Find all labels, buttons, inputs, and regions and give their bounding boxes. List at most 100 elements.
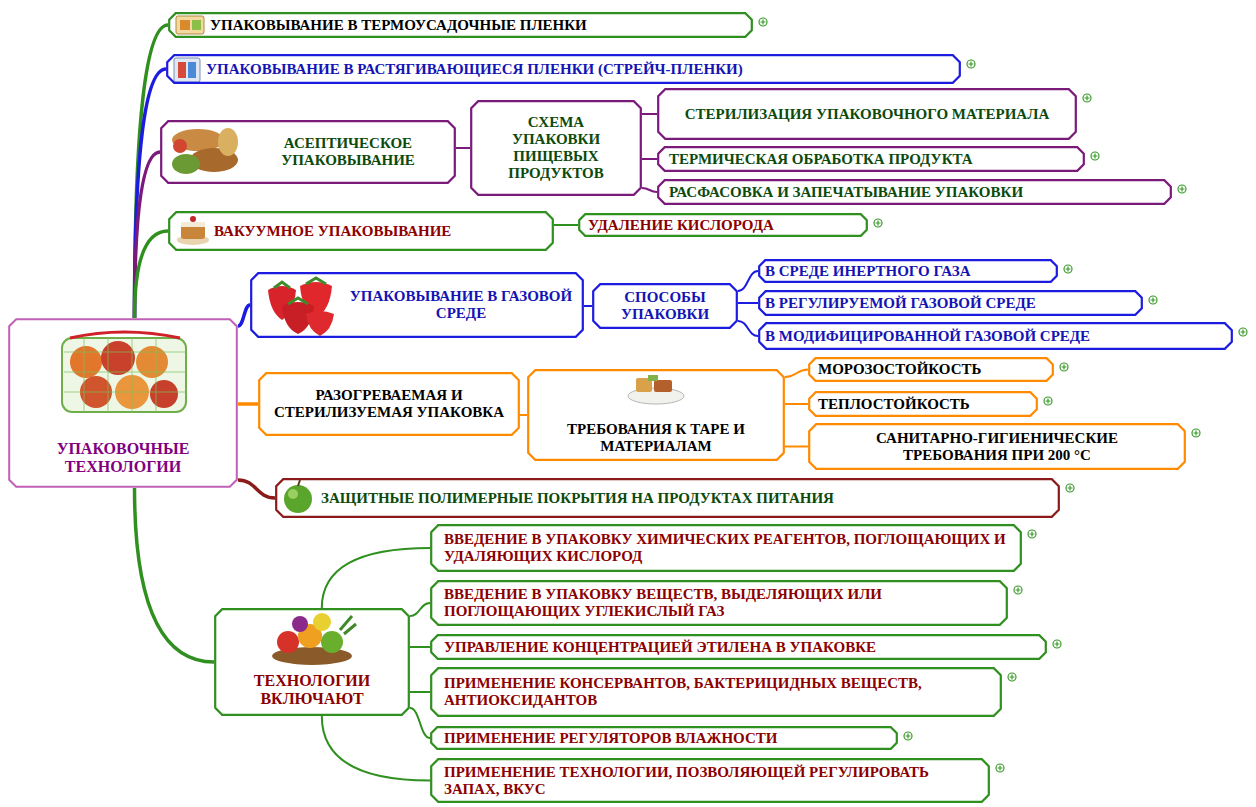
peach-bag-icon <box>62 332 186 412</box>
box-outline <box>658 89 1076 139</box>
topic-text: УПАКОВЫВАНИЕ В ГАЗОВОЙ СРЕДЕ <box>346 288 576 322</box>
topic-text: В МОДИФИЦИРОВАННОЙ ГАЗОВОЙ СРЕДЕ <box>765 328 1090 345</box>
box-outline <box>161 121 455 183</box>
topic-box: ТЕПЛОСТОЙКОСТЬ <box>808 391 1038 417</box>
topic-text: АСЕПТИЧЕСКОЕ УПАКОВЫВАНИЕ <box>248 135 448 169</box>
expand-marker <box>967 60 975 68</box>
topic-box: ВАКУУМНОЕ УПАКОВЫВАНИЕ <box>168 211 554 251</box>
box-outline <box>658 180 1171 204</box>
expand-marker <box>1192 429 1200 437</box>
branch-line <box>322 548 430 608</box>
topic-box: УПАКОВЫВАНИЕ В ТЕРМОУСАДОЧНЫЕ ПЛЕНКИ <box>168 12 753 38</box>
branch-line <box>738 321 758 336</box>
branch-line <box>785 403 808 405</box>
expand-marker <box>1083 94 1091 102</box>
box-outline <box>251 273 583 337</box>
topic-text: ВВЕДЕНИЕ В УПАКОВКУ ХИМИЧЕСКИХ РЕАГЕНТОВ… <box>444 531 1014 565</box>
box-outline <box>593 284 737 328</box>
dessert-icon <box>177 216 209 245</box>
expand-marker <box>1239 328 1247 336</box>
box-outline <box>276 479 1059 517</box>
branch-line <box>135 231 169 318</box>
branch-line <box>410 603 430 616</box>
branch-line <box>642 113 657 115</box>
branch-line <box>738 302 758 304</box>
topic-text: ТРЕБОВАНИЯ К ТАРЕ И МАТЕРИАЛАМ <box>541 421 771 455</box>
topic-box: ТРЕБОВАНИЯ К ТАРЕ И МАТЕРИАЛАМ <box>527 369 785 461</box>
box-outline <box>759 323 1232 349</box>
topic-text: РАЗОГРЕВАЕМАЯ И СТЕРИЛИЗУЕМАЯ УПАКОВКА <box>268 387 510 421</box>
box-outline <box>215 609 409 715</box>
box-outline <box>431 668 1001 716</box>
topic-text: ПРИМЕНЕНИЕ ТЕХНОЛОГИИ, ПОЗВОЛЯЮЩЕЙ РЕГУЛ… <box>444 764 982 798</box>
topic-box: В МОДИФИЦИРОВАННОЙ ГАЗОВОЙ СРЕДЕ <box>758 322 1233 350</box>
vegetables-icon <box>272 613 356 665</box>
branch-line <box>410 646 430 648</box>
box-outline <box>169 212 553 250</box>
topic-box: АСЕПТИЧЕСКОЕ УПАКОВЫВАНИЕ <box>160 120 456 184</box>
strawberry-icon <box>268 278 334 336</box>
topic-text: ТЕХНОЛОГИИ ВКЛЮЧАЮТ <box>224 672 400 708</box>
expand-marker <box>874 219 882 227</box>
topic-text: УДАЛЕНИЕ КИСЛОРОДА <box>588 217 774 234</box>
box-outline <box>759 260 1057 282</box>
branch-line <box>238 480 275 498</box>
food-tray-icon <box>628 375 684 404</box>
branch-line <box>410 691 430 693</box>
topic-box: РАСФАСОВКА И ЗАПЕЧАТЫВАНИЕ УПАКОВКИ <box>657 179 1172 205</box>
expand-marker <box>1149 296 1157 304</box>
branch-line <box>584 305 592 307</box>
topic-text: ТЕРМИЧЕСКАЯ ОБРАБОТКА ПРОДУКТА <box>669 151 973 168</box>
branch-line <box>785 370 808 378</box>
box-outline <box>759 291 1142 315</box>
apple-icon <box>284 480 312 513</box>
box-outline <box>528 370 784 460</box>
branch-line <box>738 271 758 291</box>
box-outline <box>431 525 1021 571</box>
expand-marker <box>1060 363 1068 371</box>
topic-box: УПРАВЛЕНИЕ КОНЦЕНТРАЦИЕЙ ЭТИЛЕНА В УПАКО… <box>430 634 1047 660</box>
expand-marker <box>1008 673 1016 681</box>
expand-marker <box>1091 152 1099 160</box>
topic-box: В СРЕДЕ ИНЕРТНОГО ГАЗА <box>758 259 1058 283</box>
expand-marker <box>1014 586 1022 594</box>
expand-marker <box>1044 397 1052 405</box>
topic-box: МОРОЗОСТОЙКОСТЬ <box>808 357 1054 382</box>
box-outline <box>579 214 867 236</box>
topic-box: СХЕМА УПАКОВКИ ПИЩЕВЫХ ПРОДУКТОВ <box>470 100 642 196</box>
box-outline <box>471 101 641 195</box>
expand-marker <box>1066 484 1074 492</box>
topic-box: СПОСОБЫ УПАКОВКИ <box>592 283 738 329</box>
topic-text: УПАКОВОЧНЫЕ ТЕХНОЛОГИИ <box>18 440 228 476</box>
box-outline <box>9 319 237 487</box>
box-outline <box>658 147 1084 171</box>
box-outline <box>167 55 960 83</box>
expand-marker <box>1053 640 1061 648</box>
topic-box: УПАКОВЫВАНИЕ В ГАЗОВОЙ СРЕДЕ <box>250 272 584 338</box>
topic-box: ВВЕДЕНИЕ В УПАКОВКУ ХИМИЧЕСКИХ РЕАГЕНТОВ… <box>430 524 1022 572</box>
topic-text: СПОСОБЫ УПАКОВКИ <box>606 289 724 323</box>
topic-box: САНИТАРНО-ГИГИЕНИЧЕСКИЕ ТРЕБОВАНИЯ ПРИ 2… <box>808 423 1186 470</box>
expand-marker <box>904 732 912 740</box>
topic-text: САНИТАРНО-ГИГИЕНИЧЕСКИЕ ТРЕБОВАНИЯ ПРИ 2… <box>828 430 1166 464</box>
branch-line <box>554 224 578 226</box>
topic-text: СТЕРИЛИЗАЦИЯ УПАКОВОЧНОГО МАТЕРИАЛА <box>685 106 1049 123</box>
topic-box: ПРИМЕНЕНИЕ ТЕХНОЛОГИИ, ПОЗВОЛЯЮЩЕЙ РЕГУЛ… <box>430 758 990 803</box>
topic-box: ЗАЩИТНЫЕ ПОЛИМЕРНЫЕ ПОКРЫТИЯ НА ПРОДУКТА… <box>275 478 1060 518</box>
topic-text: РАСФАСОВКА И ЗАПЕЧАТЫВАНИЕ УПАКОВКИ <box>669 184 1023 201</box>
topic-text: УПАКОВЫВАНИЕ В РАСТЯГИВАЮЩИЕСЯ ПЛЕНКИ (С… <box>206 61 743 78</box>
box-outline <box>809 358 1053 381</box>
topic-text: ПРИМЕНЕНИЕ РЕГУЛЯТОРОВ ВЛАЖНОСТИ <box>444 730 777 747</box>
branch-line <box>456 147 470 149</box>
box-outline <box>431 727 897 749</box>
bread-icon <box>172 128 238 174</box>
box-outline <box>431 635 1046 659</box>
expand-marker <box>1178 185 1186 193</box>
branch-line <box>410 708 430 738</box>
topic-box: ТЕХНОЛОГИИ ВКЛЮЧАЮТ <box>214 608 410 716</box>
topic-text: ЗАЩИТНЫЕ ПОЛИМЕРНЫЕ ПОКРЫТИЯ НА ПРОДУКТА… <box>321 490 834 507</box>
topic-text: В РЕГУЛИРУЕМОЙ ГАЗОВОЙ СРЕДЕ <box>765 295 1036 312</box>
topic-text: ВАКУУМНОЕ УПАКОВЫВАНИЕ <box>214 223 451 240</box>
box-outline <box>169 13 752 37</box>
